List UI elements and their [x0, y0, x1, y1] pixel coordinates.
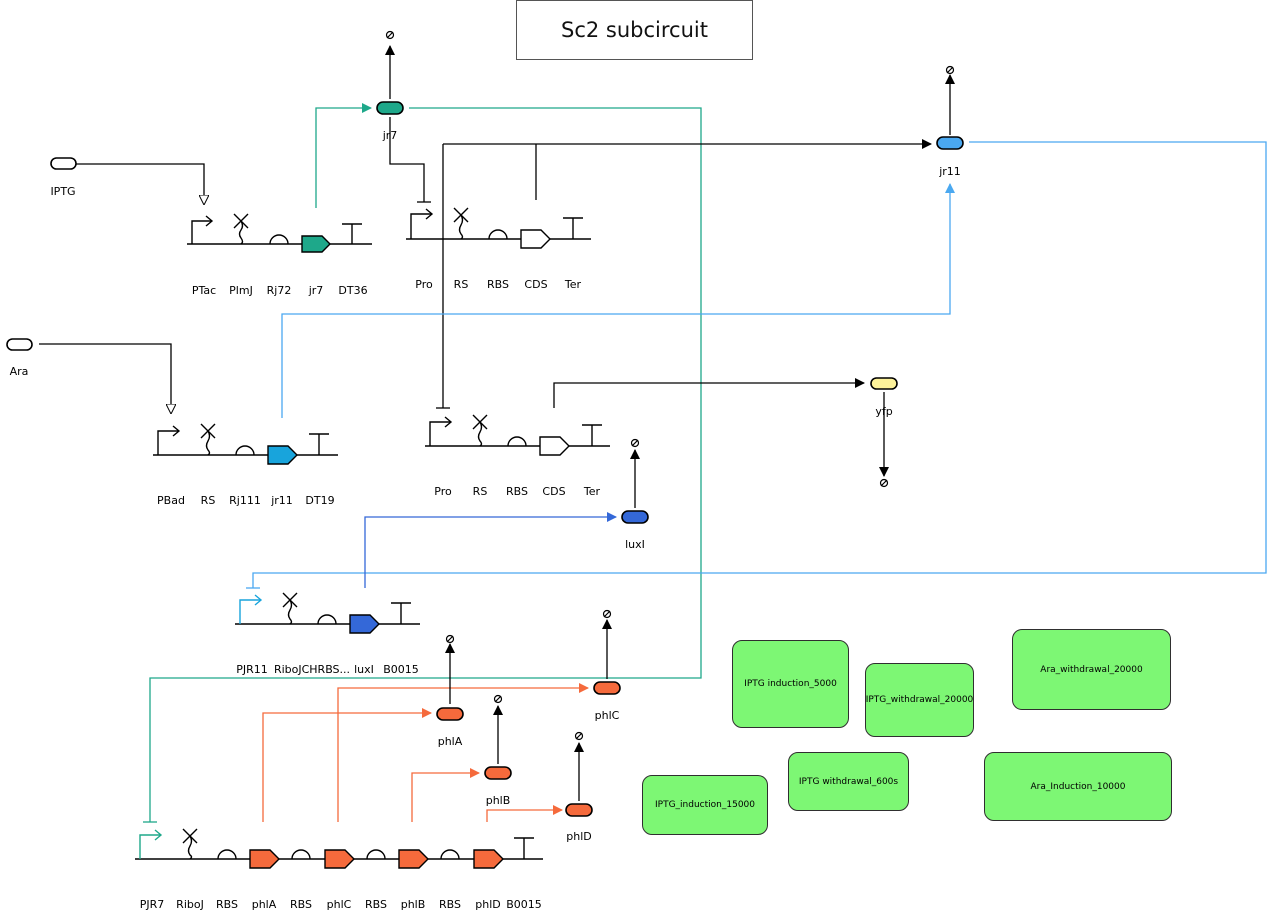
- device6-part-5: RBS: [290, 898, 312, 911]
- event-iptg-induction-15000[interactable]: IPTG_induction_15000: [642, 775, 768, 835]
- device2-part-3: RBS: [487, 278, 509, 291]
- ara-species[interactable]: [6, 338, 33, 351]
- cds-to-yfp-edge: [553, 378, 865, 408]
- device4-part-5: Ter: [583, 485, 601, 498]
- event-iptg-withdrawal-20000[interactable]: IPTG_withdrawal_20000: [865, 663, 974, 737]
- device-pro-top[interactable]: [406, 207, 591, 249]
- device6-part-10: phlD: [475, 898, 500, 911]
- jr11-production-edge: [281, 183, 955, 418]
- phla-production-edge: [262, 708, 432, 822]
- event-ara-withdrawal-20000[interactable]: Ara_withdrawal_20000: [1012, 629, 1171, 710]
- event-ara-induction-10000[interactable]: Ara_Induction_10000: [984, 752, 1172, 821]
- device2-part-1: Pro: [415, 278, 433, 291]
- diagram-title: Sc2 subcircuit: [516, 0, 753, 60]
- iptg-to-ptac-edge: [76, 163, 204, 204]
- device5-part-4: B0015: [383, 663, 419, 676]
- device1-part-1: PTac: [192, 284, 216, 297]
- device-pjr7[interactable]: [135, 828, 543, 869]
- yfp-species[interactable]: [870, 377, 898, 390]
- phlb-production-edge: [411, 768, 480, 822]
- device-pjr11[interactable]: [235, 592, 420, 634]
- device3-part-5: DT19: [305, 494, 334, 507]
- phld-label: phlD: [566, 830, 591, 843]
- phld-production-edge: [486, 805, 563, 822]
- event-iptg-induction-5000[interactable]: IPTG induction_5000: [732, 640, 849, 728]
- device6-part-1: PJR7: [140, 898, 165, 911]
- phld-degradation-icon: [574, 731, 584, 741]
- luxi-degradation-icon: [630, 438, 640, 448]
- jr11-species[interactable]: [936, 136, 964, 150]
- phlb-label: phlB: [486, 794, 511, 807]
- device-pro-middle[interactable]: [425, 414, 610, 456]
- iptg-species[interactable]: [50, 157, 77, 170]
- phld-species[interactable]: [565, 803, 593, 817]
- luxi-label: luxI: [625, 538, 645, 551]
- device3-part-4: jr11: [270, 494, 293, 507]
- device6-part-11: B0015: [506, 898, 542, 911]
- device4-part-2: RS: [473, 485, 488, 498]
- jr11-label: jr11: [938, 165, 961, 178]
- phla-degradation-icon: [445, 634, 455, 644]
- device4-part-3: RBS: [506, 485, 528, 498]
- phlb-degradation-icon: [493, 694, 503, 704]
- jr7-repress-pro-edge: [389, 117, 425, 202]
- phla-species[interactable]: [436, 707, 464, 721]
- device6-part-7: RBS: [365, 898, 387, 911]
- device3-part-1: PBad: [157, 494, 185, 507]
- device1-part-2: PlmJ: [229, 284, 253, 297]
- device6-part-2: RiboJ: [176, 898, 204, 911]
- device4-part-4: CDS: [542, 485, 565, 498]
- luxi-production-edge: [364, 512, 617, 588]
- phlc-production-edge: [337, 683, 589, 822]
- jr11-degradation-icon: [945, 65, 955, 75]
- device6-part-4: phlA: [252, 898, 277, 911]
- device6-part-9: RBS: [439, 898, 461, 911]
- device5-part-2: RiboJCHRBS...: [274, 663, 350, 676]
- device5-part-1: PJR11: [236, 663, 268, 676]
- device1-part-4: jr7: [308, 284, 324, 297]
- device2-part-5: Ter: [564, 278, 582, 291]
- device1-part-5: DT36: [338, 284, 367, 297]
- device-ptac[interactable]: [187, 213, 372, 253]
- device6-part-6: phlC: [327, 898, 352, 911]
- phlc-degradation-icon: [602, 609, 612, 619]
- device3-part-2: RS: [201, 494, 216, 507]
- jr7-degradation-icon: [385, 30, 395, 40]
- yfp-degradation-icon: [879, 478, 889, 488]
- phlc-species[interactable]: [593, 681, 621, 695]
- ara-label: Ara: [10, 365, 29, 378]
- yfp-label: yfp: [875, 405, 892, 418]
- ara-to-pbad-edge: [39, 343, 171, 413]
- phla-label: phlA: [438, 735, 463, 748]
- luxi-species[interactable]: [621, 510, 649, 524]
- device4-part-1: Pro: [434, 485, 452, 498]
- device2-part-4: CDS: [524, 278, 547, 291]
- device3-part-3: Rj111: [229, 494, 261, 507]
- jr7-production-edge: [315, 103, 372, 208]
- device6-part-8: phlB: [401, 898, 426, 911]
- cds-to-jr11-edge: [443, 139, 932, 200]
- device6-part-3: RBS: [216, 898, 238, 911]
- device-pbad[interactable]: [153, 423, 338, 465]
- jr7-label: jr7: [382, 129, 398, 142]
- device1-part-3: Rj72: [267, 284, 292, 297]
- jr7-species[interactable]: [376, 101, 404, 115]
- jr11-to-pjr11-edge: [252, 141, 1267, 588]
- iptg-label: IPTG: [50, 185, 75, 198]
- jr7-to-pjr7-edge: [149, 107, 702, 822]
- device2-part-2: RS: [454, 278, 469, 291]
- device5-part-3: luxI: [354, 663, 374, 676]
- event-iptg-withdrawal-600s[interactable]: IPTG withdrawal_600s: [788, 752, 909, 811]
- phlb-species[interactable]: [484, 766, 512, 780]
- phlc-label: phlC: [595, 709, 620, 722]
